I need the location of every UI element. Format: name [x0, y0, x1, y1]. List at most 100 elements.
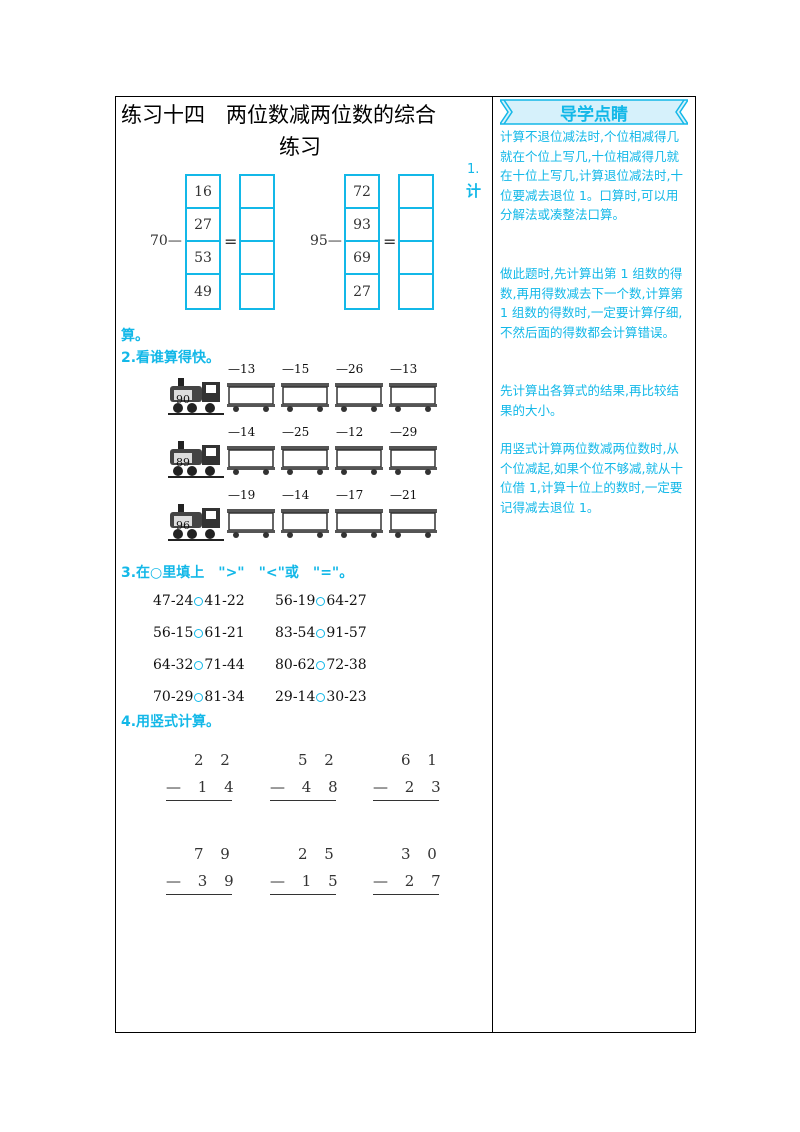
train-car-icon[interactable] [388, 382, 438, 412]
vcalc-minuend: 5 2 [298, 751, 340, 769]
train-car-icon[interactable] [388, 508, 438, 538]
compare-left-expr: 56-15 [153, 625, 194, 641]
train-car-icon[interactable] [226, 382, 276, 412]
locomotive-icon [168, 504, 224, 541]
compare-circle-blank[interactable] [194, 596, 204, 606]
q1-right-subtrahend-column: 72 93 69 27 [344, 174, 380, 310]
compare-circle-blank[interactable] [316, 596, 326, 606]
q1-right-value: 93 [346, 209, 378, 242]
q1-left-value: 49 [194, 283, 212, 300]
compare-left-expr: 70-29 [153, 689, 194, 705]
vcalc-subtrahend: — 2 3 [373, 778, 447, 796]
tip-q1: 计算不退位减法时,个位相减得几就在个位上写几,十位相减得几就在十位上写几,计算退… [500, 129, 683, 222]
vcalc-minuend: 2 2 [194, 751, 236, 769]
answer-cell[interactable] [400, 209, 432, 242]
q1-right-value: 27 [353, 283, 371, 300]
compare-right-expr: 61-21 [204, 625, 245, 641]
answer-cell[interactable] [241, 176, 273, 209]
train-subtrahend: —19 [228, 488, 256, 502]
q1-right-answer-column[interactable] [398, 174, 434, 310]
vcalc-underline [166, 800, 232, 801]
q1-left-value: 53 [187, 242, 219, 275]
train-subtrahend: —25 [282, 425, 310, 439]
vcalc-underline [270, 800, 336, 801]
answer-cell[interactable] [241, 209, 273, 242]
locomotive-icon [168, 441, 224, 478]
compare-circle-blank[interactable] [316, 660, 326, 670]
train-subtrahend: —26 [336, 362, 364, 376]
compare-right-expr: 41-22 [204, 593, 245, 609]
train-car-icon[interactable] [334, 382, 384, 412]
vcalc-underline [166, 894, 232, 895]
q1-left-answer-column[interactable] [239, 174, 275, 310]
compare-circle-blank[interactable] [316, 692, 326, 702]
compare-left-expr: 80-62 [275, 657, 316, 673]
vcalc-minuend: 3 0 [401, 845, 443, 863]
q1-right-value: 72 [346, 176, 378, 209]
train-car-icon[interactable] [334, 445, 384, 475]
compare-left-expr: 29-14 [275, 689, 316, 705]
q1-right-minuend: 95— [310, 233, 342, 249]
vcalc-subtrahend: — 2 7 [373, 872, 447, 890]
vcalc-underline [270, 894, 336, 895]
vcalc-minuend: 6 1 [401, 751, 443, 769]
compare-right-expr: 30-23 [326, 689, 367, 705]
compare-item: 64-32 71-44 [153, 657, 245, 673]
vcalc-underline [373, 894, 439, 895]
answer-cell[interactable] [241, 275, 273, 308]
q2-label: 2.看谁算得快。 [121, 350, 221, 366]
train-car-icon[interactable] [334, 508, 384, 538]
train-row: 90—13—15—26—13 [168, 362, 448, 428]
tip-q4: 用竖式计算两位数减两位数时,从个位减起,如果个位不够减,就从十位借 1,计算十位… [500, 441, 683, 515]
compare-right-expr: 71-44 [204, 657, 245, 673]
compare-circle-blank[interactable] [316, 628, 326, 638]
train-row: 89—14—25—12—29 [168, 425, 448, 491]
vcalc-minuend: 7 9 [194, 845, 236, 863]
vcalc-subtrahend: — 4 8 [270, 778, 344, 796]
vcalc-subtrahend: — 1 5 [270, 872, 344, 890]
train-car-icon[interactable] [280, 382, 330, 412]
compare-item: 80-62 72-38 [275, 657, 367, 673]
compare-circle-blank[interactable] [194, 660, 204, 670]
q1-left-minuend: 70— [150, 233, 182, 249]
train-start-number: 96 [176, 519, 190, 532]
compare-item: 47-24 41-22 [153, 593, 245, 609]
compare-right-expr: 72-38 [326, 657, 367, 673]
train-row: 96—19—14—17—21 [168, 488, 448, 554]
q1-left-value: 16 [187, 176, 219, 209]
train-car-icon[interactable] [388, 445, 438, 475]
vcalc-minuend: 2 5 [298, 845, 340, 863]
column-divider [492, 96, 493, 1033]
compare-circle-blank[interactable] [194, 692, 204, 702]
banner-ribbon [500, 99, 688, 125]
answer-cell[interactable] [400, 242, 432, 275]
page-title-line2: 练习 [279, 135, 321, 159]
banner-title: 导学点睛 [560, 105, 628, 125]
compare-left-expr: 47-24 [153, 593, 194, 609]
vcalc-subtrahend: — 3 9 [166, 872, 240, 890]
q3-label: 3.在○里填上 ">" "<"或 "="。 [121, 565, 354, 581]
compare-right-expr: 64-27 [326, 593, 367, 609]
q1-number: 1. [467, 162, 480, 177]
train-subtrahend: —21 [390, 488, 418, 502]
train-car-icon[interactable] [280, 445, 330, 475]
train-car-icon[interactable] [226, 508, 276, 538]
compare-circle-blank[interactable] [194, 628, 204, 638]
answer-cell[interactable] [400, 176, 432, 209]
train-car-icon[interactable] [226, 445, 276, 475]
q1-label-tail: 算。 [121, 328, 149, 344]
train-car-icon[interactable] [280, 508, 330, 538]
compare-left-expr: 64-32 [153, 657, 194, 673]
tip-q3: 先计算出各算式的结果,再比较结果的大小。 [500, 383, 679, 418]
train-subtrahend: —29 [390, 425, 418, 439]
answer-cell[interactable] [400, 275, 432, 308]
answer-cell[interactable] [241, 242, 273, 275]
train-subtrahend: —14 [282, 488, 310, 502]
worksheet-frame [115, 96, 696, 1033]
train-subtrahend: —14 [228, 425, 256, 439]
q4-label: 4.用竖式计算。 [121, 714, 221, 730]
q1-left-subtrahend-column: 16 27 53 49 [185, 174, 221, 310]
